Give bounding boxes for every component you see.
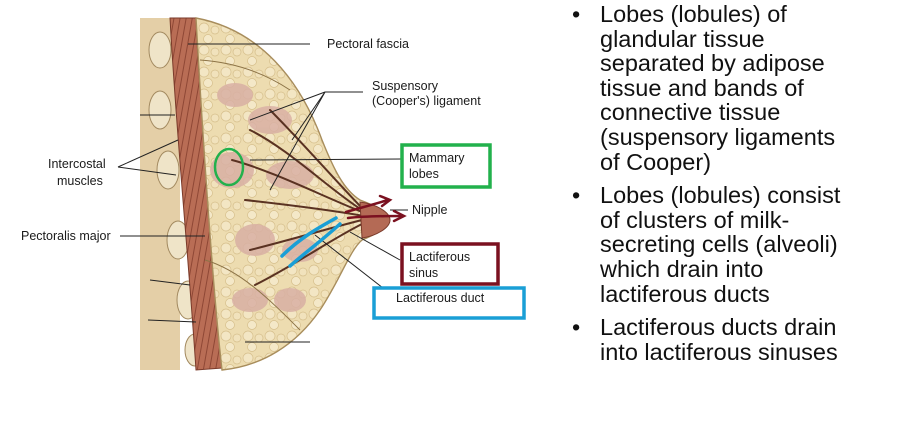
mammary-lobes-box (400, 143, 492, 189)
label-mammary-line2: lobes (409, 167, 439, 181)
bullet-item: • Lobes (lobules) of glandular tissue se… (566, 2, 902, 174)
bullet-line: into lactiferous sinuses (600, 338, 838, 365)
nipple-arrows (344, 194, 407, 223)
bullet-line: Lactiferous ducts drain (600, 314, 837, 341)
bullet-line: separated by adipose (600, 50, 825, 77)
bullet-line: of clusters of milk- (600, 206, 790, 233)
bullet-line: glandular tissue (600, 25, 765, 52)
label-nipple: Nipple (412, 203, 447, 217)
label-sinus-line2: sinus (409, 266, 438, 280)
bullet-line: which drain into (600, 255, 764, 282)
bullet-line: connective tissue (600, 99, 781, 126)
bullet-marker: • (572, 182, 581, 209)
label-suspensory-line2: (Cooper's) ligament (372, 94, 481, 108)
bullet-list: • Lobes (lobules) of glandular tissue se… (566, 2, 902, 373)
breast-anatomy-diagram: Pectoral fascia Suspensory (Cooper's) li… (21, 17, 526, 371)
bullet-line: tissue and bands of (600, 74, 804, 101)
label-mammary-line1: Mammary (409, 151, 465, 165)
label-sinus-line1: Lactiferous (409, 250, 470, 264)
bullet-line: (suspensory ligaments (600, 123, 836, 150)
bullet-line: secreting cells (alveoli) (600, 231, 838, 258)
bullet-line: Lobes (lobules) consist (600, 182, 841, 209)
duct-network (231, 109, 365, 286)
bullet-marker: • (572, 314, 581, 341)
label-intercostal-line2: muscles (57, 174, 103, 188)
nipple-shape (359, 201, 391, 239)
leader-lines (117, 43, 408, 343)
bullet-line: of Cooper) (600, 148, 712, 175)
lobe-highlight-circle (213, 147, 245, 187)
bullet-marker: • (572, 1, 581, 27)
duct-trace (280, 216, 342, 268)
lactiferous-duct-box (372, 286, 526, 320)
bullet-item: • Lobes (lobules) consist of clusters of… (566, 183, 902, 306)
lactiferous-sinus-box (400, 242, 500, 286)
breast-adipose-tissue (195, 17, 389, 371)
label-intercostal-line1: Intercostal (48, 157, 106, 171)
bullet-item: • Lactiferous ducts drain into lactifero… (566, 315, 902, 364)
suspensory-ligament-strands (199, 59, 301, 331)
bullet-line: lactiferous ducts (600, 280, 770, 307)
bullet-line: Lobes (lobules) of (600, 1, 787, 27)
label-lactiferous-duct: Lactiferous duct (396, 291, 485, 305)
glandular-lobes (210, 83, 318, 312)
label-suspensory-line1: Suspensory (372, 79, 439, 93)
label-pectoral-fascia: Pectoral fascia (327, 37, 409, 51)
label-pectoralis-major: Pectoralis major (21, 229, 111, 243)
